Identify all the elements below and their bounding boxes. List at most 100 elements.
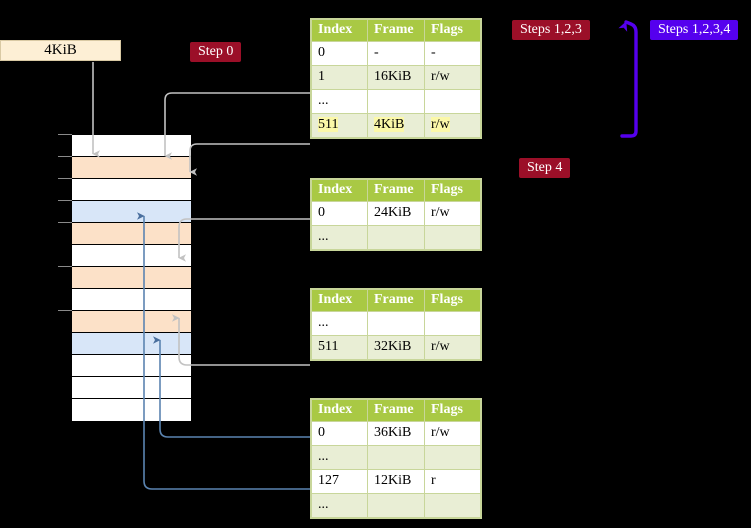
memory-frame-9 xyxy=(72,333,191,355)
pt-table-row: 0 36KiB r/w xyxy=(311,421,481,446)
physical-memory-column xyxy=(71,134,191,421)
wire-pdpt-row0-to-memory xyxy=(178,218,310,262)
pt-table-header-flags: Flags xyxy=(424,399,481,422)
pt-table-text-flags: r xyxy=(431,473,436,488)
pt-table-row: ... xyxy=(311,445,481,470)
pdpt-table-header-frame: Frame xyxy=(367,179,425,202)
memory-tick-2 xyxy=(58,178,72,179)
memory-frame-7 xyxy=(72,289,191,311)
pml4-table-cell-index: 1 xyxy=(311,65,368,90)
wire-pml4-row511-elbow xyxy=(189,143,310,160)
pd-table-cell-flags xyxy=(424,311,481,336)
pml4-table-row: ... xyxy=(311,89,481,114)
pt-table-header-index: Index xyxy=(311,399,368,422)
pd-table-text-flags: r/w xyxy=(431,339,450,354)
pdpt-table-cell-frame xyxy=(367,225,425,250)
pml4-table-cell-index: 511 xyxy=(311,113,368,138)
pml4-table-cell-index: ... xyxy=(311,89,368,114)
pml4-table-cell-flags: r/w xyxy=(424,65,481,90)
pdpt-table-cell-frame: 24KiB xyxy=(367,201,425,226)
pt-table-header-frame: Frame xyxy=(367,399,425,422)
pml4-table-row: 1 16KiB r/w xyxy=(311,65,481,90)
memory-tick-8 xyxy=(58,310,72,311)
pt-table-cell-frame xyxy=(367,445,425,470)
memory-frame-12 xyxy=(72,399,191,421)
pt-table-row: ... xyxy=(311,493,481,518)
step4-label: Step 4 xyxy=(527,160,563,175)
pt-table-text-index: 127 xyxy=(318,473,339,488)
steps123-label: Steps 1,2,3 xyxy=(520,22,582,37)
pt-table-text-index: ... xyxy=(318,497,329,512)
pml4-table-text-flags: r/w xyxy=(431,69,450,84)
pd-table-header-frame: Frame xyxy=(367,289,425,312)
pml4-table-cell-flags: r/w xyxy=(424,113,481,138)
memory-frame-8 xyxy=(72,311,191,333)
pml4-table-cell-frame: - xyxy=(367,41,425,66)
pt-table-cell-frame: 12KiB xyxy=(367,469,425,494)
memory-frame-6 xyxy=(72,267,191,289)
memory-tick-4 xyxy=(58,222,72,223)
pdpt-table-cell-index: ... xyxy=(311,225,368,250)
pt-table-text-flags: r/w xyxy=(431,425,450,440)
pml4-table-cell-flags xyxy=(424,89,481,114)
step0-label: Step 0 xyxy=(198,44,234,59)
wire-steps-bracket xyxy=(618,20,638,138)
pt-table-cell-index: ... xyxy=(311,445,368,470)
pt-table-cell-index: 127 xyxy=(311,469,368,494)
pd-table-cell-frame: 32KiB xyxy=(367,335,425,360)
memory-frame-4 xyxy=(72,223,191,245)
pml4-table-header-frame: Frame xyxy=(367,19,425,42)
pml4-table-cell-frame: 4KiB xyxy=(367,113,425,138)
pml4-table-text-index: 0 xyxy=(318,45,325,60)
pdpt-table-row: ... xyxy=(311,225,481,250)
pdpt-table-cell-flags: r/w xyxy=(424,201,481,226)
pt-table-cell-index: 0 xyxy=(311,421,368,446)
memory-tick-0 xyxy=(58,134,72,135)
steps1234-badge: Steps 1,2,3,4 xyxy=(650,20,739,40)
pdpt-table-cell-index: 0 xyxy=(311,201,368,226)
pt-table-text-frame: 12KiB xyxy=(374,473,412,488)
memory-frame-0 xyxy=(72,135,191,157)
pml4-table-text-index: 511 xyxy=(318,117,339,132)
pt-table-text-index: 0 xyxy=(318,425,325,440)
pt-table-cell-flags xyxy=(424,445,481,470)
pd-table-cell-index: ... xyxy=(311,311,368,336)
memory-frame-11 xyxy=(72,377,191,399)
memory-frame-5 xyxy=(72,245,191,267)
pml4-table-header-index: Index xyxy=(311,19,368,42)
pd-table-header-flags: Flags xyxy=(424,289,481,312)
pml4-table-text-index: 1 xyxy=(318,69,325,84)
pml4-table-text-frame: 16KiB xyxy=(374,69,412,84)
pd-table-cell-frame xyxy=(367,311,425,336)
pml4-table-cell-frame: 16KiB xyxy=(367,65,425,90)
pdpt-table-text-index: 0 xyxy=(318,205,325,220)
pt-table-text-index: ... xyxy=(318,449,329,464)
pml4-table-row: 511 4KiB r/w xyxy=(311,113,481,138)
pdpt-table-cell-flags xyxy=(424,225,481,250)
pml4-table-text-flags: - xyxy=(431,45,436,60)
pt-table-cell-frame: 36KiB xyxy=(367,421,425,446)
pml4-table-text-frame: 4KiB xyxy=(374,117,405,132)
pt-table-cell-flags xyxy=(424,493,481,518)
pml4-table-cell-frame xyxy=(367,89,425,114)
pd-table-header-index: Index xyxy=(311,289,368,312)
pd-table-row: ... xyxy=(311,311,481,336)
pml4-table-row: 0 -- xyxy=(311,41,481,66)
pd-table-text-index: ... xyxy=(318,315,329,330)
pml4-table-cell-index: 0 xyxy=(311,41,368,66)
pt-table-cell-flags: r xyxy=(424,469,481,494)
memory-frame-1 xyxy=(72,157,191,179)
step0-badge: Step 0 xyxy=(190,42,242,62)
step4-badge: Step 4 xyxy=(519,158,571,178)
memory-tick-1 xyxy=(58,156,72,157)
pml4-table-header-flags: Flags xyxy=(424,19,481,42)
pml4-table-text-flags: r/w xyxy=(431,117,450,132)
pt-table-cell-flags: r/w xyxy=(424,421,481,446)
frame-4kib-label: 4KiB xyxy=(44,42,77,58)
memory-frame-10 xyxy=(72,355,191,377)
pml4-table-cell-flags: - xyxy=(424,41,481,66)
